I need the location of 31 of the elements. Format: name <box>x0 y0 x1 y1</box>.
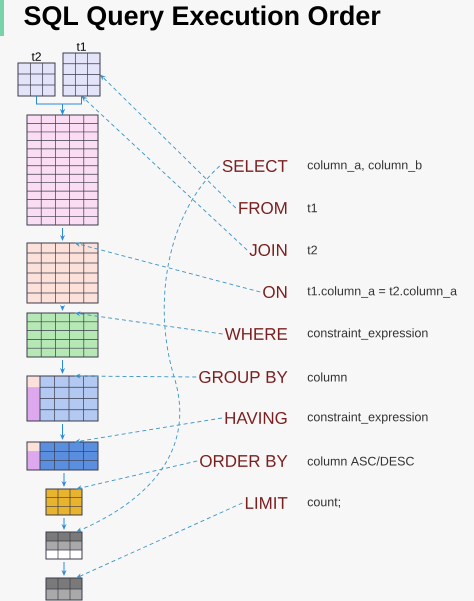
clause-argument: column <box>308 372 347 382</box>
dashed-arrow <box>82 96 248 250</box>
clause-argument: column ASC/DESC <box>308 456 414 466</box>
table-grid <box>46 488 82 516</box>
clause-argument: t1 <box>307 204 317 212</box>
sql-keyword: ON <box>263 286 286 298</box>
sql-keyword: GROUP BY <box>199 371 288 383</box>
sql-keyword: SELECT <box>222 160 288 172</box>
table-grid <box>26 312 98 358</box>
sql-keyword: LIMIT <box>246 497 288 509</box>
table-grid <box>46 532 82 560</box>
table-grid <box>26 242 98 304</box>
title: SQL Query Execution Order <box>24 5 380 31</box>
sql-keyword: FROM <box>239 202 286 214</box>
sql-keyword: WHERE <box>224 328 288 340</box>
clause-argument: t2 <box>307 246 317 254</box>
table-grid <box>26 114 98 226</box>
clause-argument: column_a, column_b <box>308 160 422 172</box>
clause-argument: t1.column_a = t2.column_a <box>307 286 458 298</box>
table-name: t1 <box>76 42 86 51</box>
table-name: t2 <box>32 52 41 61</box>
sql-keyword: HAVING <box>226 412 287 424</box>
sql-keyword: ORDER BY <box>200 455 288 467</box>
sql-keyword: JOIN <box>250 244 286 256</box>
table-grid <box>46 578 82 600</box>
dashed-arrow <box>100 74 236 208</box>
clause-argument: constraint_expression <box>308 328 428 340</box>
table-grid <box>26 442 98 470</box>
clause-argument: count; <box>308 498 340 508</box>
table-grid <box>26 376 98 422</box>
clause-argument: constraint_expression <box>308 412 428 424</box>
